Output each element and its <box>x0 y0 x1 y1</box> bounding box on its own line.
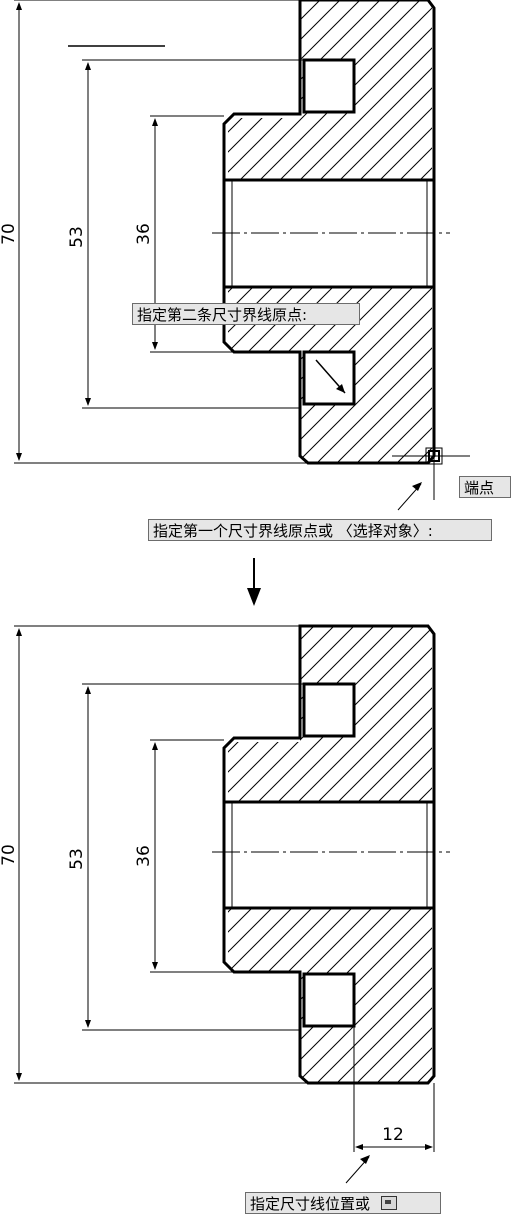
snap-label-endpoint: 端点 <box>459 476 511 498</box>
dim-overall-top: 70 <box>0 0 308 464</box>
dim-label-53-bottom: 53 <box>67 848 87 870</box>
prompt-position-text: 指定尺寸线位置或 <box>250 1195 371 1213</box>
dim-label-36-top: 36 <box>134 223 154 245</box>
part-section-bottom <box>212 624 450 1085</box>
prompt-second-extension-origin: 指定第二条尺寸界线原点: <box>132 303 360 325</box>
pointer-arrow-icon <box>397 482 422 511</box>
outline-bottom <box>222 624 436 1085</box>
snap-label-text: 端点 <box>464 479 495 497</box>
prompt-first-text: 指定第一个尺寸界线原点或 〈选择对象〉: <box>153 522 433 540</box>
prompt-first-extension-origin[interactable]: 指定第一个尺寸界线原点或 〈选择对象〉: <box>148 519 492 541</box>
bottom-view: 70 53 36 12 <box>0 624 450 1184</box>
dim-label-70-top: 70 <box>0 223 19 245</box>
dim-groove-bottom: 53 <box>67 683 304 1031</box>
dim-label-12-bottom: 12 <box>382 1125 404 1145</box>
endpoint-snap-marker-icon[interactable] <box>392 406 470 500</box>
dim-bore-bottom: 36 <box>134 739 234 973</box>
part-section-top <box>212 0 450 465</box>
prompt-second-text: 指定第二条尺寸界线原点: <box>137 306 308 324</box>
pointer-arrow-icon <box>345 1155 370 1184</box>
dim-label-70-bottom: 70 <box>0 844 19 866</box>
down-arrow-icon <box>247 558 261 606</box>
dim-width-bottom: 12 <box>353 1026 435 1152</box>
outline-top <box>222 0 436 465</box>
dim-groove-top: 53 <box>67 59 304 409</box>
dim-label-53-top: 53 <box>67 226 87 248</box>
dim-label-36-bottom: 36 <box>134 845 154 867</box>
pointer-arrow-icon <box>315 359 346 394</box>
prompt-dimension-line-position[interactable]: 指定尺寸线位置或 <box>245 1192 441 1214</box>
input-box-icon[interactable] <box>380 1196 397 1210</box>
top-view: 70 53 36 <box>0 0 470 511</box>
dim-overall-bottom: 70 <box>0 625 308 1084</box>
